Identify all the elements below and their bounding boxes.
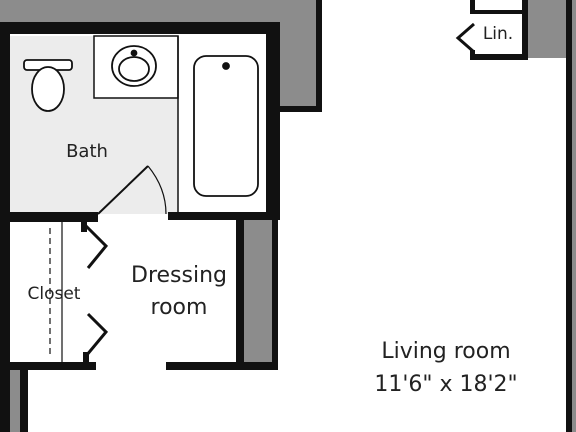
toilet-icon: [23, 59, 73, 112]
wall-dressing-right: [236, 218, 244, 368]
sink-icon: [111, 45, 157, 87]
wall-fill-dressing-right: [242, 218, 272, 364]
wall-dressing-bottom: [166, 362, 278, 370]
wall-top: [0, 22, 280, 34]
wall-outer-right: [316, 0, 322, 112]
wall-linen-bottom: [470, 54, 528, 60]
wall-right-bath: [266, 22, 280, 218]
wall-far-right: [566, 0, 572, 432]
wall-linen-left-lower: [470, 50, 475, 58]
wall-left: [0, 22, 10, 432]
label-living-line2: 11'6" x 18'2": [374, 372, 517, 397]
label-bath: Bath: [66, 141, 108, 162]
closet-doors: [81, 220, 109, 364]
label-linen: Lin.: [483, 24, 513, 44]
wall-linen-left: [470, 0, 475, 14]
wall-bath-bottom-right: [168, 212, 280, 220]
label-dressing-line2: room: [151, 295, 208, 320]
label-closet: Closet: [28, 284, 81, 304]
bathtub-icon: [193, 55, 259, 197]
wall-linen-top: [470, 10, 526, 14]
wall-bath-bottom: [0, 212, 98, 222]
wall-fill-far-right: [570, 0, 576, 432]
wall-fill-top: [0, 0, 300, 22]
linen-door: [455, 22, 475, 54]
wall-bottom-left-outer: [20, 368, 28, 432]
label-living-line1: Living room: [381, 339, 510, 364]
label-dressing-line1: Dressing: [131, 263, 227, 288]
wall-dressing-right-outer: [272, 218, 278, 368]
wall-outer-step: [278, 106, 322, 112]
wall-linen-right: [522, 0, 528, 60]
wall-fill-linen-right: [526, 0, 570, 58]
wall-closet-bottom: [0, 362, 96, 370]
wall-fill-upper-right: [278, 0, 316, 108]
bath-door: [97, 165, 167, 215]
